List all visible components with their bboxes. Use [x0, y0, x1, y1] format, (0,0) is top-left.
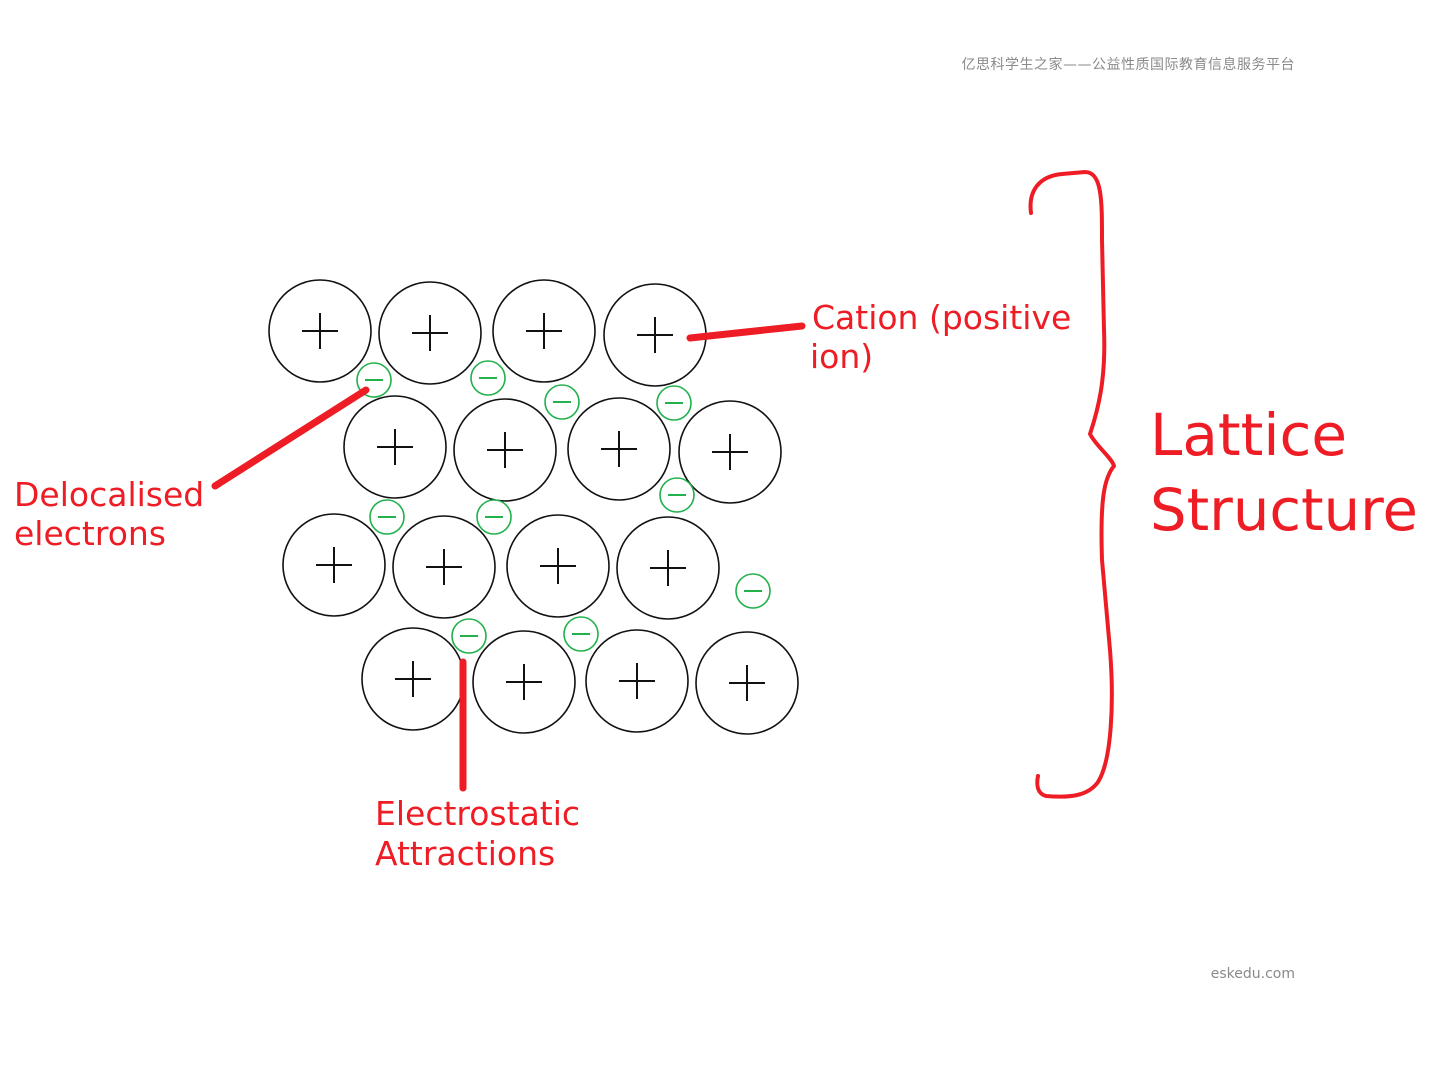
- cation: [453, 398, 557, 502]
- delocalised-pointer: [211, 386, 370, 490]
- cation: [378, 281, 482, 385]
- electron: [476, 499, 512, 535]
- electron: [563, 616, 599, 652]
- watermark-header: 亿思科学生之家——公益性质国际教育信息服务平台: [961, 57, 1295, 73]
- cation: [616, 516, 720, 620]
- electron: [544, 384, 580, 420]
- cation: [492, 279, 596, 383]
- electron: [369, 499, 405, 535]
- cation: [695, 631, 799, 735]
- cation: [678, 400, 782, 504]
- delocalised-label-line1: Delocalised: [14, 475, 204, 514]
- cation: [268, 279, 372, 383]
- delocalised-label-line2: electrons: [14, 514, 166, 553]
- cation: [282, 513, 386, 617]
- electron: [470, 360, 506, 396]
- cation-pointer: [686, 322, 806, 342]
- cation: [392, 515, 496, 619]
- electron: [656, 385, 692, 421]
- cation-group: [268, 279, 799, 735]
- cation: [361, 627, 465, 731]
- lattice-label-line1: Lattice: [1150, 401, 1347, 469]
- electron: [735, 573, 771, 609]
- electron-group: [356, 360, 771, 654]
- cation: [585, 629, 689, 733]
- lattice-brace: [1028, 170, 1116, 799]
- cation: [567, 397, 671, 501]
- site-footer: eskedu.com: [1210, 966, 1295, 982]
- electron: [659, 477, 695, 513]
- lattice-label-line2: Structure: [1150, 476, 1418, 544]
- electrostatic-label-line2: Attractions: [375, 834, 555, 873]
- electron: [451, 618, 487, 654]
- cation: [343, 395, 447, 499]
- electrostatic-label-line1: Electrostatic: [375, 794, 580, 833]
- cation: [472, 630, 576, 734]
- cation: [506, 514, 610, 618]
- cation-label-line1: Cation (positive: [812, 298, 1071, 337]
- cation-label-line2: ion): [810, 337, 873, 376]
